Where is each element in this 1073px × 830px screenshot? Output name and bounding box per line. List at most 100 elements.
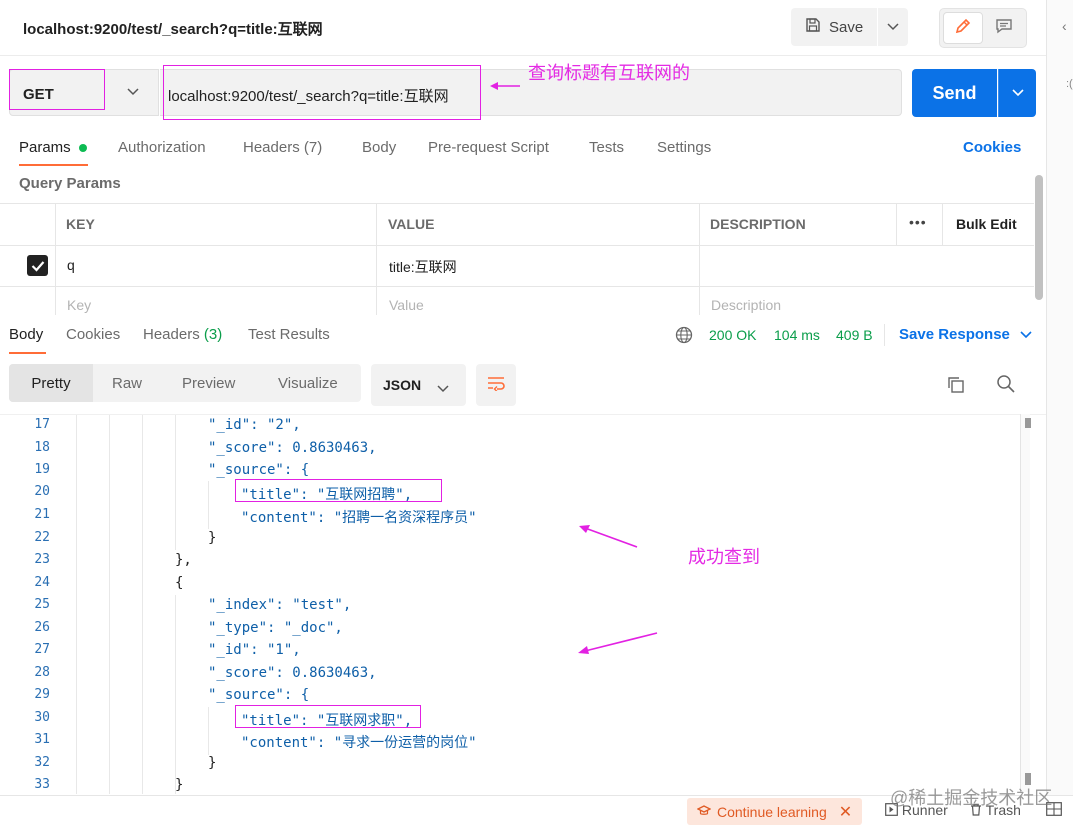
line-number: 27	[34, 642, 50, 657]
save-options-button[interactable]	[878, 8, 908, 46]
tab-tests[interactable]: Tests	[589, 139, 625, 156]
request-pane-scrollbar[interactable]	[1035, 175, 1043, 300]
comments-mode-button[interactable]	[985, 12, 1023, 44]
line-number: 31	[34, 732, 50, 747]
status-bar	[0, 795, 1073, 830]
tab-params[interactable]: Params	[19, 139, 71, 156]
tab-authorization[interactable]: Authorization	[118, 139, 206, 156]
tab-settings[interactable]: Settings	[657, 139, 712, 156]
response-headers-label: Headers	[143, 326, 200, 343]
runner-icon	[885, 802, 902, 818]
wrap-lines-icon	[486, 375, 506, 396]
code-line: "_id": "1",	[208, 642, 301, 658]
code-line: "title": "互联网招聘",	[241, 487, 413, 503]
save-response-button[interactable]: Save Response	[899, 326, 1032, 343]
close-icon[interactable]: ✕	[838, 803, 853, 821]
wrap-lines-button[interactable]	[476, 364, 516, 406]
save-response-label: Save Response	[899, 326, 1010, 343]
tab-params-indicator	[19, 164, 88, 166]
save-button[interactable]: Save	[791, 8, 877, 46]
code-line: {	[175, 575, 184, 591]
chevron-down-icon	[1014, 326, 1032, 343]
annotation-arrow-icon	[490, 82, 520, 90]
tab-headers[interactable]: Headers (7)	[243, 139, 323, 156]
method-highlight-box	[9, 69, 105, 110]
language-label: JSON	[383, 377, 422, 393]
code-scrollbar[interactable]	[1020, 414, 1030, 792]
continue-learning-button[interactable]: Continue learning ✕	[687, 798, 862, 825]
comment-icon	[995, 17, 1013, 40]
request-title[interactable]: localhost:9200/test/_search?q=title:互联网	[23, 21, 323, 38]
code-line: },	[175, 552, 192, 568]
code-line: }	[208, 530, 217, 546]
line-number: 26	[34, 620, 50, 635]
line-number: 17	[34, 417, 50, 432]
params-active-dot	[79, 144, 87, 152]
table-divider	[699, 203, 700, 315]
runner-label: Runner	[901, 802, 948, 818]
param-key-placeholder[interactable]: Key	[67, 297, 92, 313]
indent-guide	[208, 481, 209, 529]
response-tab-headers[interactable]: Headers (3)	[143, 326, 222, 343]
param-value-placeholder[interactable]: Value	[389, 297, 424, 313]
continue-learning-label: Continue learning	[717, 803, 827, 820]
code-line: "_index": "test",	[208, 597, 352, 613]
globe-icon[interactable]	[675, 326, 693, 349]
send-button[interactable]: Send	[912, 69, 997, 117]
indent-guide	[175, 415, 176, 550]
view-raw-button[interactable]: Raw	[112, 375, 143, 392]
code-line: "_type": "_doc",	[208, 620, 343, 636]
save-icon	[805, 17, 821, 37]
code-line: "content": "招聘一名资深程序员"	[241, 510, 477, 526]
chevron-down-icon	[1011, 84, 1024, 102]
param-key-cell[interactable]: q	[67, 257, 75, 273]
two-pane-icon[interactable]	[1046, 802, 1062, 821]
response-time: 104 ms	[774, 327, 820, 343]
url-input[interactable]	[160, 69, 902, 116]
edit-mode-button[interactable]	[943, 12, 983, 44]
search-icon[interactable]	[996, 374, 1016, 399]
line-number: 19	[34, 462, 50, 477]
table-border	[0, 286, 1034, 287]
chevron-left-icon[interactable]: ‹	[1062, 18, 1067, 34]
annotation-arrow-icon	[578, 632, 658, 654]
indent-guide	[109, 415, 110, 794]
code-line: }	[175, 777, 184, 793]
line-number: 30	[34, 710, 50, 725]
line-number: 33	[34, 777, 50, 792]
code-line: "_id": "2",	[208, 417, 301, 433]
cookies-link[interactable]: Cookies	[963, 139, 1022, 156]
response-tab-body[interactable]: Body	[9, 326, 44, 343]
trash-button[interactable]: Trash	[970, 802, 1021, 818]
code-line: "_score": 0.8630463,	[208, 665, 377, 681]
url-highlight-box	[163, 65, 481, 120]
param-description-placeholder[interactable]: Description	[711, 297, 782, 313]
title-match-highlight-box	[235, 479, 442, 502]
code-scrollbar-arrow[interactable]	[1025, 773, 1031, 785]
column-header-key: KEY	[66, 216, 95, 232]
pencil-icon	[954, 17, 972, 40]
tab-pre-request-script[interactable]: Pre-request Script	[428, 139, 549, 156]
watermark: @稀土掘金技术社区	[890, 788, 1053, 808]
response-tab-test-results[interactable]: Test Results	[248, 326, 330, 343]
runner-button[interactable]: Runner	[885, 802, 948, 818]
indent-guide	[175, 595, 176, 794]
bulk-edit-button[interactable]: Bulk Edit	[956, 216, 1017, 232]
language-select[interactable]	[371, 364, 466, 406]
line-number: 18	[34, 440, 50, 455]
table-divider	[942, 203, 943, 245]
annotation-arrow-icon	[579, 525, 638, 548]
code-scrollbar-arrow[interactable]	[1025, 418, 1031, 428]
more-options-icon[interactable]: •••	[909, 214, 927, 230]
view-pretty-button[interactable]: Pretty	[9, 364, 93, 402]
response-body-editor[interactable]: 17 "_id": "2", 18 "_score": 0.8630463, 1…	[0, 414, 1046, 794]
line-number: 24	[34, 575, 50, 590]
view-preview-button[interactable]: Preview	[182, 375, 236, 392]
copy-icon[interactable]	[946, 375, 966, 400]
view-visualize-button[interactable]: Visualize	[278, 375, 338, 392]
param-enabled-checkbox[interactable]	[27, 255, 48, 276]
response-tab-cookies[interactable]: Cookies	[66, 326, 121, 343]
send-options-button[interactable]	[998, 69, 1036, 117]
tab-body[interactable]: Body	[362, 139, 397, 156]
param-value-cell[interactable]: title:互联网	[389, 259, 457, 275]
